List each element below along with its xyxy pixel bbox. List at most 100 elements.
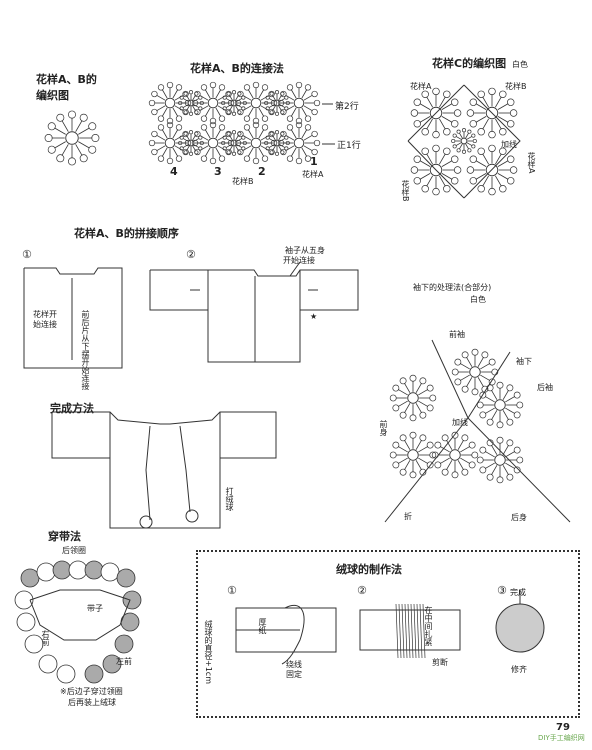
petal-stitch xyxy=(301,129,308,139)
petal-stitch xyxy=(156,134,166,141)
petal-stitch xyxy=(460,446,471,453)
petal-loop xyxy=(432,187,440,196)
petal-stitch xyxy=(439,175,446,187)
petal-stitch xyxy=(268,144,275,149)
petal-loop xyxy=(261,155,269,162)
petal-loop xyxy=(225,148,232,156)
pattern-c-b-label: 花样B xyxy=(505,82,527,91)
petal-stitch xyxy=(228,134,233,141)
petal-loop xyxy=(471,451,479,459)
petal-loop xyxy=(506,439,514,447)
wound-yarn-strand xyxy=(422,603,426,659)
petal-loop xyxy=(488,144,496,153)
petal-stitch xyxy=(415,382,422,393)
petal-loop xyxy=(243,124,251,131)
petal-loop xyxy=(261,115,269,122)
petal-stitch xyxy=(475,116,487,123)
petal-loop xyxy=(182,130,189,138)
petal-loop xyxy=(268,148,275,156)
petal-stitch xyxy=(278,105,283,112)
trim-label: 修齐 xyxy=(511,665,527,674)
petal-stitch xyxy=(192,94,197,101)
petal-loop xyxy=(476,401,484,409)
petal-stitch xyxy=(491,444,498,455)
petal-stitch xyxy=(397,457,408,464)
pattern-ab-title: 花样A、B的 xyxy=(36,73,97,86)
petal-stitch xyxy=(182,137,189,142)
drawstring-right xyxy=(179,425,191,513)
petal-loop xyxy=(231,90,237,95)
petal-stitch xyxy=(303,145,313,152)
petal-stitch xyxy=(193,137,200,142)
petal-loop xyxy=(264,140,269,146)
petal-loop xyxy=(471,348,479,356)
petal-loop xyxy=(426,461,434,469)
threading-ring xyxy=(68,560,88,580)
petal-loop xyxy=(268,130,275,138)
petal-loop xyxy=(209,121,217,129)
petal-loop xyxy=(461,149,467,154)
petal-loop xyxy=(252,117,260,125)
petal-loop xyxy=(286,84,294,91)
petal-stitch xyxy=(172,89,179,99)
front-sleeve-label: 前袖 xyxy=(449,330,465,339)
petal-loop xyxy=(198,106,203,111)
diameter-label: 绒球的直径+1cm xyxy=(204,620,213,684)
petal-stitch xyxy=(415,439,422,450)
motif-row-2 xyxy=(277,81,321,125)
petal-loop xyxy=(182,90,189,98)
petal-stitch xyxy=(458,143,463,150)
petal-loop xyxy=(471,388,479,396)
petal-stitch xyxy=(193,104,200,109)
motif-join-small xyxy=(264,90,290,116)
motif-center-ring xyxy=(65,131,79,145)
petal-stitch xyxy=(192,134,197,141)
petal-loop xyxy=(252,157,260,165)
pattern-a-label: 花样A xyxy=(302,170,324,179)
petal-loop xyxy=(226,150,231,155)
petal-loop xyxy=(269,131,274,136)
petal-loop xyxy=(488,87,496,96)
petal-stitch xyxy=(477,377,484,388)
petal-stitch xyxy=(215,147,222,157)
petal-stitch xyxy=(465,132,470,139)
petal-stitch xyxy=(491,410,498,421)
back-body-label: 后身 xyxy=(511,513,527,522)
petal-stitch xyxy=(415,460,422,471)
threading-ring xyxy=(84,560,104,580)
petal-loop xyxy=(488,187,496,196)
petal-loop xyxy=(183,131,188,136)
motif-number-4: 4 xyxy=(170,165,178,178)
petal-stitch xyxy=(225,144,232,149)
petal-stitch xyxy=(418,400,429,407)
petal-loop xyxy=(461,385,469,393)
petal-stitch xyxy=(475,103,487,110)
motif-center-ring xyxy=(407,449,419,461)
petal-loop xyxy=(452,133,457,138)
petal-loop xyxy=(471,133,476,138)
petal-loop xyxy=(304,115,312,122)
petal-loop xyxy=(237,110,242,115)
motif-center-ring xyxy=(485,163,499,177)
petal-loop xyxy=(274,90,280,95)
motif-center-ring xyxy=(230,139,238,147)
tie-label: 在中间扎紧 xyxy=(424,606,433,646)
threading-note-2: 后再装上绒球 xyxy=(68,698,116,707)
petal-stitch xyxy=(61,144,69,156)
petal-loop xyxy=(426,441,434,449)
petal-stitch xyxy=(54,127,66,135)
finished-cardigan-outline xyxy=(51,411,277,529)
petal-loop xyxy=(222,106,227,111)
paper-label: 厚纸 xyxy=(258,618,267,634)
petal-stitch xyxy=(439,457,450,464)
petal-loop xyxy=(461,351,469,359)
petal-stitch xyxy=(502,389,509,400)
petal-stitch xyxy=(497,116,509,123)
sleeve-under-label: 袖下 xyxy=(516,357,532,366)
petal-stitch xyxy=(185,134,190,141)
threading-ring xyxy=(116,568,136,588)
motif-ab-single xyxy=(44,110,100,166)
petal-stitch xyxy=(247,107,254,117)
petal-loop xyxy=(506,98,515,106)
petal-stitch xyxy=(193,144,200,149)
